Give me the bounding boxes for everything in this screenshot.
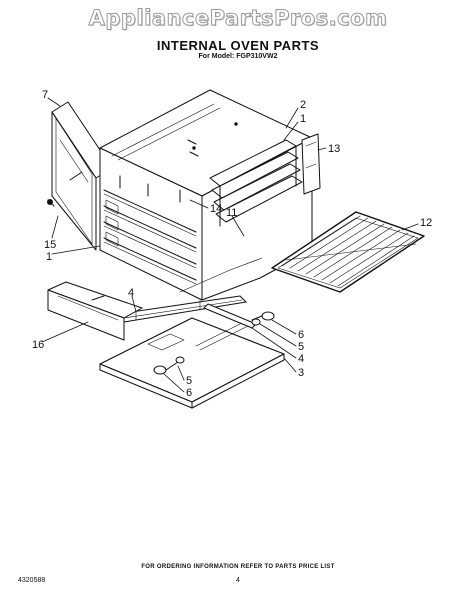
callout-4-left: 4 <box>128 287 134 299</box>
callout-13: 13 <box>328 143 340 155</box>
callout-6-left: 6 <box>186 387 192 399</box>
callout-2: 2 <box>300 99 306 111</box>
igniter-assembly-left <box>153 356 185 375</box>
side-bracket <box>301 133 321 195</box>
leader-lines <box>41 97 419 393</box>
callout-4-right: 4 <box>298 353 304 365</box>
right-rack-guides <box>209 139 303 227</box>
model-number: For Model: FGP310VW2 <box>198 53 278 60</box>
document-code: 4320588 <box>18 577 46 584</box>
callout-1-top: 1 <box>300 113 306 125</box>
callout-5-right: 5 <box>298 341 304 353</box>
pan-burner-right <box>203 303 257 329</box>
site-watermark: AppliancePartsPros.com <box>88 6 388 31</box>
callout-1-left: 1 <box>46 251 52 263</box>
callout-7: 7 <box>42 89 48 101</box>
page-number: 4 <box>236 577 240 584</box>
callout-14: 14 <box>210 203 222 215</box>
oven-rack <box>271 211 425 293</box>
igniter-assembly-right <box>251 311 275 326</box>
callout-6-right: 6 <box>298 329 304 341</box>
callout-15: 15 <box>44 239 56 251</box>
bottom-pan <box>99 317 285 409</box>
callout-3: 3 <box>298 367 304 379</box>
ordering-note: FOR ORDERING INFORMATION REFER TO PARTS … <box>141 564 335 570</box>
callout-12: 12 <box>420 217 432 229</box>
burner-baffle <box>47 281 143 341</box>
callout-11: 11 <box>226 207 237 219</box>
diagram-title: INTERNAL OVEN PARTS <box>156 38 320 53</box>
callout-labels: 7 2 1 13 12 14 11 15 1 4 16 6 5 4 3 5 6 <box>32 89 432 399</box>
callout-5-left: 5 <box>186 375 192 387</box>
callout-16: 16 <box>32 339 44 351</box>
